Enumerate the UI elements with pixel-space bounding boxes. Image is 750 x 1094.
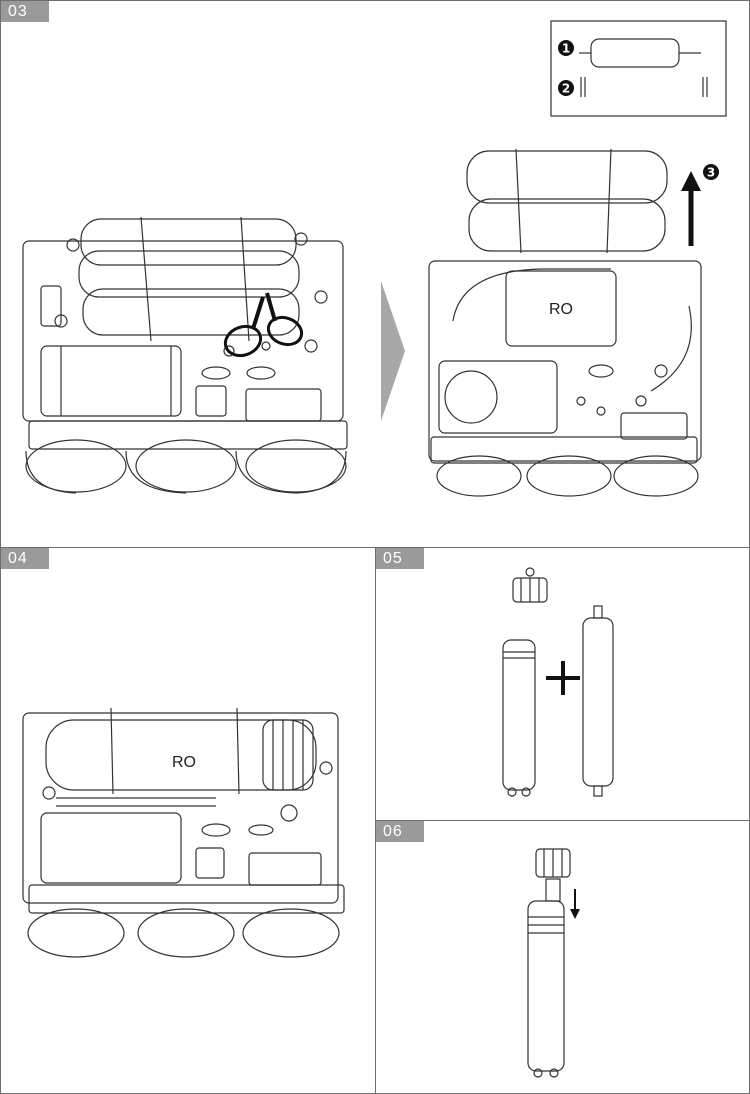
ro-housing-cap <box>262 719 314 791</box>
step-04-number: 04 <box>1 548 49 569</box>
step-03-panel: 03 <box>0 0 750 548</box>
marker-1 <box>558 40 574 56</box>
filter-cylinder-top <box>80 218 297 266</box>
ro-label: RO <box>172 754 196 771</box>
marker-3 <box>703 164 719 180</box>
step-06-panel: 06 <box>375 820 750 1094</box>
filter-housing-2 <box>135 439 237 493</box>
filter-housing-3 <box>245 439 347 493</box>
disconnect-inset <box>550 20 727 117</box>
filter-cylinder-low <box>82 288 300 336</box>
ro-membrane <box>582 617 614 787</box>
inset-filter <box>590 38 680 68</box>
svg-text:2: 2 <box>562 82 570 96</box>
membrane-housing <box>502 639 536 791</box>
front-rail <box>28 420 348 450</box>
step-04-panel: 04 RO <box>0 547 376 1094</box>
lifted-filter-top <box>466 150 668 204</box>
step-04-illustration: RO <box>22 707 345 958</box>
insert-arrow <box>570 889 580 919</box>
filter-cylinder-mid <box>78 250 300 298</box>
membrane-housing-assembled <box>527 900 565 1072</box>
base-plate <box>22 240 344 422</box>
step-03-illustration: 1 2 3 RO <box>22 20 727 497</box>
step-03-number: 03 <box>1 1 49 22</box>
ro-membrane-housing <box>505 270 617 347</box>
step-06-illustration <box>527 848 580 1078</box>
booster-pump <box>40 812 182 884</box>
filter-housing-1 <box>25 439 127 493</box>
booster-pump <box>40 345 182 417</box>
solenoid-valve <box>245 388 322 422</box>
ro-membrane-housing <box>45 719 317 791</box>
base-plate <box>22 712 339 904</box>
step-05-number: 05 <box>376 548 424 569</box>
base-plate-right <box>428 260 702 462</box>
booster-pump-right <box>438 360 558 434</box>
step-05-panel: 05 <box>375 547 750 821</box>
lift-arrow <box>681 171 701 246</box>
plus-icon <box>546 661 580 695</box>
next-step-arrow <box>381 281 405 421</box>
front-rail <box>28 884 345 914</box>
scissors-icon <box>223 292 304 358</box>
step-06-number: 06 <box>376 821 424 842</box>
ro-label: RO <box>549 301 573 318</box>
step-05-illustration <box>502 567 614 797</box>
svg-text:3: 3 <box>707 166 715 180</box>
svg-text:1: 1 <box>562 42 570 56</box>
lifted-filter-bottom <box>468 198 666 252</box>
solenoid-valve <box>248 852 322 886</box>
marker-2 <box>558 80 574 96</box>
